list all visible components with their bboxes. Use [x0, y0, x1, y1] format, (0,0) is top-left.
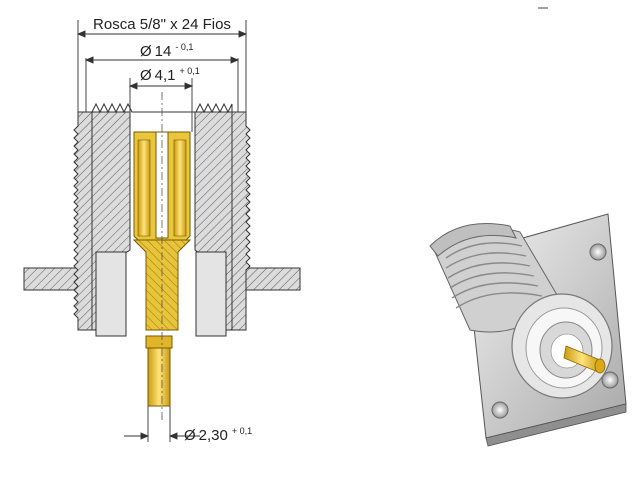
connector-render: [429, 213, 627, 447]
shell-left: [73, 111, 93, 331]
lower-body-left: [95, 251, 127, 337]
render-knurl: [429, 223, 517, 257]
tail-pin-collar: [145, 335, 173, 349]
render-hole-br: [601, 371, 619, 389]
socket-inner-left: [137, 139, 151, 237]
dimension-lines: [76, 20, 248, 442]
cross-section: [23, 92, 301, 420]
top-knurl: [91, 102, 233, 114]
render-hole-bl: [491, 401, 509, 419]
thread-label: Rosca 5/8" x 24 Fios: [93, 16, 231, 33]
socket-inner-right: [173, 139, 187, 237]
lower-body-right: [195, 251, 227, 337]
render-hole-tr: [589, 243, 607, 261]
shell-right: [231, 111, 251, 331]
tail-pin: [147, 345, 171, 407]
